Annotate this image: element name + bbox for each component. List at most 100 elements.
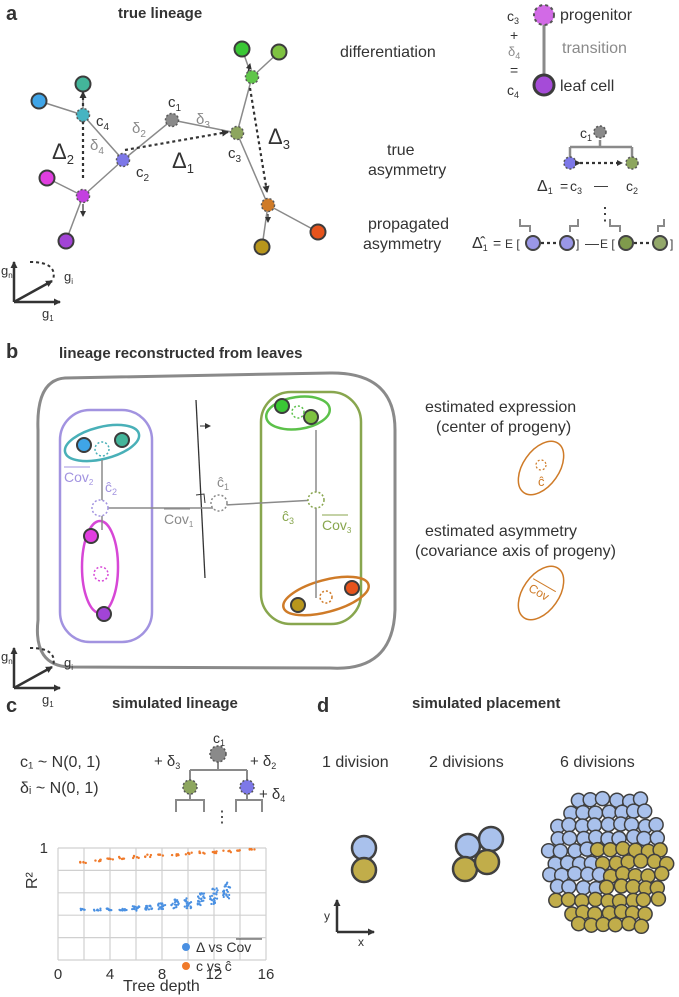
true-asymmetry-diagram: c1 Δ1 = c3 — c2: [537, 125, 639, 196]
point-delta-vs-cov: [198, 900, 201, 903]
point-delta-vs-cov: [96, 908, 99, 911]
group-label-3: 6 divisions: [560, 754, 635, 771]
point-delta-vs-cov: [225, 893, 228, 896]
cell-blue: [567, 865, 583, 882]
cell-olive: [548, 892, 564, 909]
point-delta-vs-cov: [215, 897, 219, 900]
point-delta-vs-cov: [209, 895, 212, 898]
point-delta-vs-cov: [145, 908, 148, 911]
cell-blue: [561, 878, 577, 895]
svg-text:ĉ2: ĉ2: [105, 479, 117, 497]
svg-text:c4: c4: [507, 82, 519, 100]
point-delta-vs-cov: [210, 902, 213, 906]
point-c-vs-chat: [107, 857, 110, 861]
panel-c-letter: c: [6, 695, 17, 717]
cell-blue: [648, 816, 664, 833]
point-delta-vs-cov: [164, 903, 167, 907]
panel-d-title: simulated placement: [412, 695, 560, 712]
panel-b-title: lineage reconstructed from leaves: [59, 345, 302, 362]
point-delta-vs-cov: [215, 887, 218, 890]
svg-text:]: ]: [670, 237, 673, 251]
legend-label-delta: Δ vs Cov: [196, 939, 251, 955]
point-delta-vs-cov: [99, 907, 102, 910]
svg-text:=: =: [493, 235, 501, 251]
svg-text:c3: c3: [570, 178, 582, 196]
cell-blue: [594, 790, 611, 807]
point-delta-vs-cov: [134, 905, 137, 908]
svg-text:gi: gi: [64, 655, 73, 672]
point-c-vs-chat: [190, 851, 193, 854]
label-delta4: δ: [90, 137, 98, 154]
formula-delta: δᵢ ~ N(0, 1): [20, 780, 99, 797]
point-delta-vs-cov: [157, 902, 161, 905]
label-c2: c: [136, 164, 144, 181]
svg-text:c1: c1: [213, 730, 225, 748]
row-label-differentiation: differentiation: [340, 44, 436, 61]
point-c-vs-chat: [122, 857, 126, 860]
cell-olive: [633, 853, 649, 869]
point-delta-vs-cov: [81, 907, 84, 911]
point-delta-vs-cov: [196, 903, 199, 906]
point-delta-vs-cov: [200, 899, 203, 903]
point-c-vs-chat: [109, 857, 112, 861]
point-delta-vs-cov: [177, 902, 180, 905]
placement-6-divisions: [540, 790, 675, 935]
panel-b-letter: b: [6, 341, 18, 363]
svg-text:c2: c2: [626, 178, 638, 196]
point-delta-vs-cov: [106, 907, 110, 910]
svg-text:+ δ4: + δ4: [259, 786, 285, 804]
point-delta-vs-cov: [197, 895, 200, 898]
point-c-vs-chat: [253, 848, 256, 851]
svg-text:c1: c1: [168, 94, 182, 114]
x-tick-label: 0: [54, 966, 62, 983]
svg-text:x: x: [358, 935, 364, 949]
point-delta-vs-cov: [225, 889, 228, 892]
svg-text:E [: E [: [505, 237, 520, 251]
point-c-vs-chat: [184, 853, 188, 856]
cell-olive: [607, 916, 624, 933]
point-c-vs-chat: [203, 852, 206, 855]
legend-asym-1: estimated asymmetry: [425, 523, 577, 540]
point-delta-vs-cov: [199, 893, 202, 896]
point-delta-vs-cov: [213, 897, 217, 900]
panel-a-tree: [30, 40, 327, 256]
propagated-asymmetry-diagram: ⋮ Δ̂1 = E [ ] — E [ ]: [472, 204, 673, 253]
point-delta-vs-cov: [183, 905, 186, 908]
row-label-true-1: true: [387, 142, 415, 159]
svg-text:]: ]: [576, 237, 579, 251]
point-c-vs-chat: [248, 847, 252, 851]
point-delta-vs-cov: [176, 900, 180, 904]
point-delta-vs-cov: [160, 907, 163, 910]
point-delta-vs-cov: [170, 903, 173, 907]
point-delta-vs-cov: [125, 908, 128, 912]
point-delta-vs-cov: [185, 904, 188, 907]
y-tick-label: 1: [40, 840, 48, 857]
svg-text:δ4: δ4: [90, 137, 104, 157]
row-label-prop-2: asymmetry: [363, 236, 441, 253]
point-delta-vs-cov: [135, 907, 138, 910]
cell-olive: [587, 891, 604, 908]
point-delta-vs-cov: [150, 907, 153, 911]
x-tick-label: 16: [258, 966, 275, 983]
legend-expr-1: estimated expression: [425, 399, 576, 416]
point-delta-vs-cov: [212, 892, 215, 895]
point-delta-vs-cov: [210, 894, 214, 897]
label-c3: c: [228, 145, 236, 162]
point-delta-vs-cov: [158, 906, 161, 909]
svg-text:gi: gi: [64, 269, 73, 286]
point-delta-vs-cov: [108, 909, 111, 912]
svg-text:—: —: [585, 235, 599, 251]
point-c-vs-chat: [98, 858, 102, 862]
point-c-vs-chat: [175, 854, 178, 858]
label-c3hat: ĉ: [282, 508, 289, 524]
point-delta-vs-cov: [161, 902, 164, 905]
point-delta-vs-cov: [135, 909, 138, 912]
point-delta-vs-cov: [222, 895, 225, 899]
group-label-2: 2 divisions: [429, 754, 504, 771]
cell-olive: [589, 841, 606, 858]
point-delta-vs-cov: [118, 908, 121, 911]
svg-text:δ3: δ3: [196, 111, 210, 131]
point-delta-vs-cov: [199, 903, 202, 907]
point-c-vs-chat: [84, 861, 87, 865]
